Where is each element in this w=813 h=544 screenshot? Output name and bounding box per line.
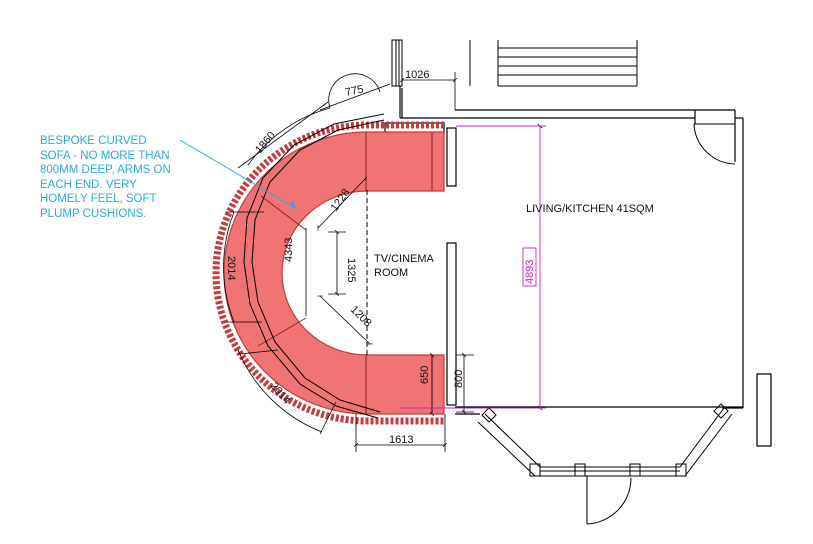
tv-room-label-line2: ROOM	[374, 267, 408, 279]
annotation-leader	[179, 139, 297, 210]
door-top-right	[693, 123, 736, 165]
dim-1026: 1026	[405, 69, 429, 81]
dim-1613: 1613	[389, 434, 413, 446]
curved-sofa	[212, 121, 445, 425]
annotation-line: BESPOKE CURVED	[40, 135, 147, 147]
sofa-annotation: BESPOKE CURVED SOFA - NO MORE THAN 800MM…	[40, 134, 200, 221]
staircase	[391, 39, 638, 87]
dimension-4893-line	[400, 123, 546, 411]
dim-775: 775	[344, 83, 364, 99]
dim-4893: 4893	[524, 260, 536, 284]
dim-1325: 1325	[345, 258, 357, 282]
sofa-back-panels	[243, 113, 385, 419]
tv-room-label-line1: TV/CINEMA	[374, 253, 435, 265]
dim-650: 650	[419, 366, 431, 384]
annotation-line: SOFA - NO MORE THAN	[40, 149, 170, 162]
dim-1860: 1860	[253, 129, 278, 155]
door-bottom	[586, 476, 632, 525]
dim-800: 800	[453, 370, 465, 388]
living-kitchen-label: LIVING/KITCHEN 41SQM	[526, 203, 654, 215]
dimension-lines	[223, 72, 474, 452]
bay-window	[477, 403, 733, 477]
dim-4343: 4343	[283, 238, 295, 262]
annotation-line: HOMELY FEEL, SOFT	[40, 193, 157, 205]
annotation-line: EACH END. VERY	[40, 178, 137, 191]
annotation-line: 800MM DEEP, ARMS ON	[40, 164, 171, 176]
dim-2014-left: 2014	[225, 256, 237, 280]
annotation-line: PLUMP CUSHIONS.	[40, 207, 147, 220]
dim-1208: 1208	[348, 304, 374, 330]
